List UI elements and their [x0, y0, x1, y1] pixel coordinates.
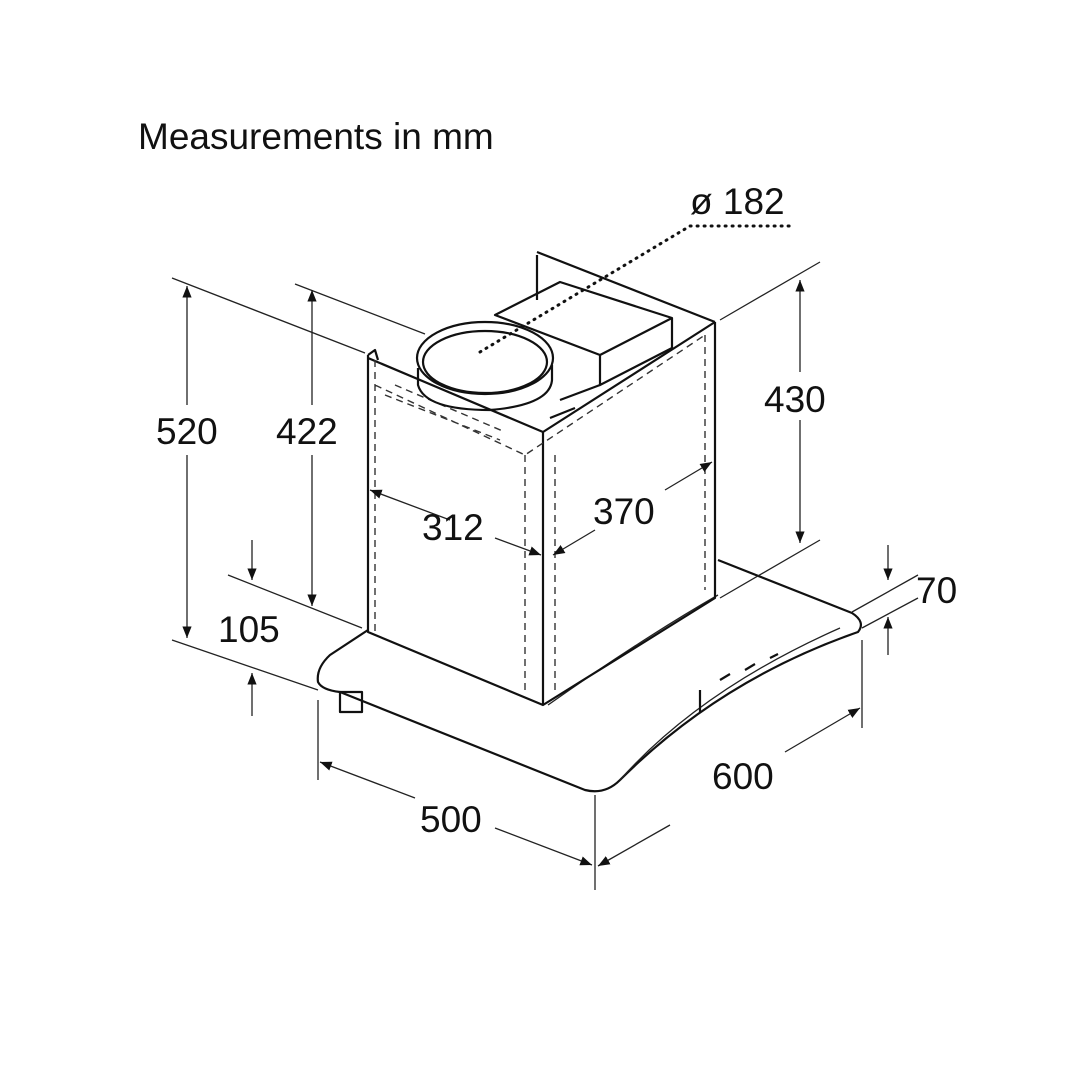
dim-370: [552, 529, 596, 556]
duct-outlet: [415, 320, 555, 412]
upper-height-label: 430: [764, 379, 826, 420]
front-light-tab: [338, 690, 364, 714]
glass-thickness-label: 70: [916, 570, 957, 611]
total-height-label: 520: [156, 411, 218, 452]
glass-canopy: [316, 558, 862, 793]
chimney-width-label: 312: [422, 507, 484, 548]
diameter-leader: [478, 224, 797, 354]
motor-box: [493, 280, 674, 420]
front-edge-height-label: 105: [218, 609, 280, 650]
dim-600: [597, 824, 671, 867]
diagram-title: Measurements in mm: [138, 116, 494, 157]
chimney-depth-label: 370: [593, 491, 655, 532]
duct-diameter-label: ø 182: [690, 181, 785, 222]
dim-500: [319, 761, 416, 799]
chimney-height-label: 422: [276, 411, 338, 452]
depth-label: 500: [420, 799, 482, 840]
width-label: 600: [712, 756, 774, 797]
dim-312: [369, 489, 451, 521]
dimension-lines: [187, 280, 893, 867]
chimney: [366, 250, 717, 707]
